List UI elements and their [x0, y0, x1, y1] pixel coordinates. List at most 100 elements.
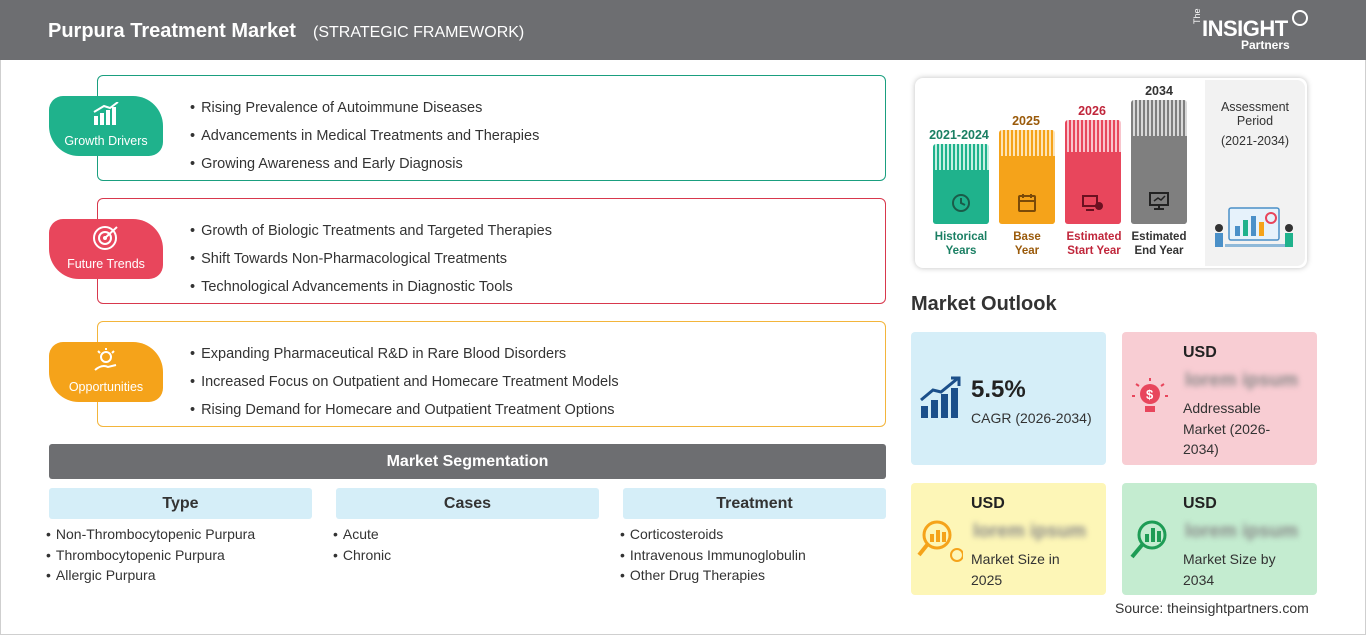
list-item: Growing Awareness and Early Diagnosis	[190, 150, 539, 178]
list-item: Intravenous Immunoglobulin	[620, 545, 806, 566]
page-subtitle: (STRATEGIC FRAMEWORK)	[313, 24, 525, 41]
timeline-bar-end	[1131, 100, 1187, 224]
addressable-market-card: $ USD lorem ipsum Addressable Market (20…	[1122, 332, 1317, 465]
list-item: Advancements in Medical Treatments and T…	[190, 122, 539, 150]
growth-drivers-list: Rising Prevalence of Autoimmune Diseases…	[190, 94, 539, 178]
timeline-bar-historical	[933, 144, 989, 224]
market-size-2025-card: USD lorem ipsum Market Size in 2025	[911, 483, 1106, 595]
size-2034-desc-line: Market Size by	[1183, 551, 1276, 567]
size-2034-desc-line: 2034	[1183, 571, 1215, 588]
assessment-period: (2021-2034)	[1220, 134, 1290, 148]
source-credit: Source: theinsightpartners.com	[1115, 600, 1309, 616]
growth-drivers-badge: Growth Drivers	[49, 96, 163, 156]
list-item: Chronic	[333, 545, 391, 566]
future-trends-box: Growth of Biologic Treatments and Target…	[97, 198, 886, 304]
header-bar: Purpura Treatment Market (STRATEGIC FRAM…	[0, 0, 1366, 60]
opportunities-box: Expanding Pharmaceutical R&D in Rare Blo…	[97, 321, 886, 427]
opportunities-label: Opportunities	[68, 380, 144, 394]
segment-list-type: Non-Thrombocytopenic Purpura Thrombocyto…	[46, 524, 255, 586]
timeline-year: 2034	[1145, 84, 1173, 98]
future-trends-list: Growth of Biologic Treatments and Target…	[190, 217, 552, 301]
segment-header-treatment: Treatment	[623, 488, 886, 519]
list-item: Shift Towards Non-Pharmacological Treatm…	[190, 245, 552, 273]
timeline-label-base: Base Year	[990, 230, 1064, 258]
timeline-label-line: Estimated	[1066, 231, 1122, 243]
size-2034-desc: Market Size by 2034	[1183, 549, 1276, 590]
list-item: Expanding Pharmaceutical R&D in Rare Blo…	[190, 340, 619, 368]
insight-partners-logo: The INSIGHT Partners	[1192, 8, 1312, 54]
segment-header-cases: Cases	[336, 488, 599, 519]
money-magnifier-icon	[917, 520, 963, 562]
assessment-period-panel: Assessment Period (2021-2034)	[1205, 80, 1305, 266]
end-monitor-icon	[1149, 192, 1169, 210]
timeline-year: 2021-2024	[929, 128, 989, 142]
segment-header-type: Type	[49, 488, 312, 519]
timeline-label-line: Estimated	[1131, 231, 1187, 243]
list-item: Rising Demand for Homecare and Outpatien…	[190, 396, 619, 424]
timeline-label-line: Year	[1014, 245, 1040, 257]
list-item: Thrombocytopenic Purpura	[46, 545, 255, 566]
assessment-title: Assessment Period	[1205, 100, 1305, 128]
list-item: Technological Advancements in Diagnostic…	[190, 273, 552, 301]
list-item: Rising Prevalence of Autoimmune Diseases	[190, 94, 539, 122]
list-item: Acute	[333, 524, 391, 545]
target-icon	[93, 226, 118, 250]
idea-hand-icon	[94, 348, 117, 371]
timeline-label-line: Historical	[934, 231, 988, 243]
assessment-title-line2: Period	[1236, 114, 1274, 128]
future-trends-badge: Future Trends	[49, 219, 163, 279]
history-clock-icon	[952, 194, 970, 212]
growth-chart-icon	[93, 102, 119, 125]
segment-list-treatment: Corticosteroids Intravenous Immunoglobul…	[620, 524, 806, 586]
segment-list-cases: Acute Chronic	[333, 524, 391, 565]
timeline-year: 2025	[1012, 114, 1040, 128]
timeline-label-end: Estimated End Year	[1122, 230, 1196, 258]
size-2025-desc-line: 2025	[971, 571, 1003, 588]
calendar-icon	[1018, 194, 1036, 212]
timeline-bar-start	[1065, 120, 1121, 224]
addressable-usd: USD	[1183, 344, 1217, 361]
timeline-label-line: Start Year	[1067, 245, 1121, 257]
logo-partners: Partners	[1241, 38, 1290, 52]
growth-drivers-label: Growth Drivers	[64, 134, 148, 148]
size-2034-value: lorem ipsum	[1185, 521, 1298, 542]
opportunities-list: Expanding Pharmaceutical R&D in Rare Blo…	[190, 340, 619, 424]
addressable-desc-line: 2034)	[1183, 441, 1219, 457]
addressable-value: lorem ipsum	[1185, 370, 1298, 391]
size-2025-desc: Market Size in 2025	[971, 549, 1060, 590]
size-2025-desc-line: Market Size in	[971, 551, 1060, 567]
growth-drivers-box: Rising Prevalence of Autoimmune Diseases…	[97, 75, 886, 181]
timeline-year: 2026	[1078, 104, 1106, 118]
timeline-label-start: Estimated Start Year	[1057, 230, 1131, 258]
addressable-desc: Addressable Market (2026- 2034)	[1183, 398, 1270, 460]
list-item: Increased Focus on Outpatient and Homeca…	[190, 368, 619, 396]
future-trends-label: Future Trends	[67, 257, 145, 271]
list-item: Corticosteroids	[620, 524, 806, 545]
addressable-desc-line: Market (2026-	[1183, 420, 1271, 437]
money-bulb-icon: $	[1132, 378, 1168, 412]
market-segmentation-title: Market Segmentation	[49, 444, 886, 479]
timeline-label-line: Base	[1013, 231, 1041, 243]
list-item: Other Drug Therapies	[620, 565, 806, 586]
chart-magnifier-icon	[1130, 520, 1167, 559]
market-outlook-title: Market Outlook	[911, 293, 1057, 315]
growth-bar-icon	[920, 376, 961, 418]
opportunities-badge: Opportunities	[49, 342, 163, 402]
market-size-2034-card: USD lorem ipsum Market Size by 2034	[1122, 483, 1317, 595]
assessment-title-line1: Assessment	[1220, 100, 1290, 114]
logo-the: The	[1192, 8, 1202, 24]
timeline-bar-base	[999, 130, 1055, 224]
svg-text:$: $	[1146, 387, 1154, 402]
logo-ring-icon	[1292, 10, 1308, 26]
list-item: Growth of Biologic Treatments and Target…	[190, 217, 552, 245]
timeline-label-historical: Historical Years	[924, 230, 998, 258]
logo-insight: INSIGHT	[1202, 16, 1288, 41]
size-2025-value: lorem ipsum	[973, 521, 1086, 542]
start-screen-icon	[1082, 195, 1103, 211]
list-item: Non-Thrombocytopenic Purpura	[46, 524, 255, 545]
size-2034-usd: USD	[1183, 495, 1217, 512]
cagr-label: CAGR (2026-2034)	[971, 410, 1092, 426]
cagr-value: 5.5%	[971, 376, 1026, 403]
addressable-desc-line: Addressable	[1183, 400, 1261, 416]
analytics-people-icon	[1215, 207, 1293, 247]
